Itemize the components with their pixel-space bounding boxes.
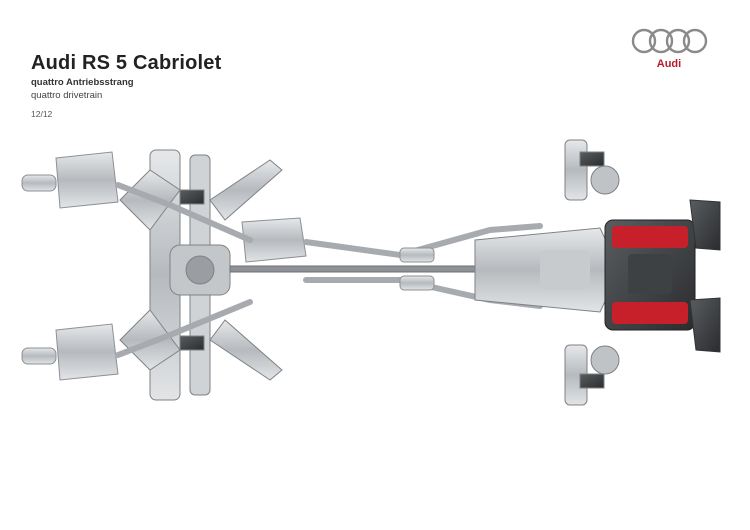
audi-rings-icon (631, 28, 708, 54)
audi-logo-text: Audi (656, 58, 682, 70)
subtitle-german: quattro Antriebsstrang (31, 77, 134, 88)
subtitle-english: quattro drivetrain (31, 90, 103, 101)
propshaft (229, 265, 481, 273)
audi-logo: Audi (629, 26, 709, 76)
catalytic-converters (399, 247, 435, 291)
gearbox (474, 227, 621, 313)
center-muffler (241, 217, 307, 263)
drivetrain-illustration (21, 139, 721, 406)
page-number: 12/12 (31, 109, 53, 119)
rear-muffler-right (21, 323, 119, 381)
rear-muffler-left (21, 151, 119, 209)
v8-engine (604, 219, 696, 331)
front-axle (564, 139, 620, 406)
page-title: Audi RS 5 Cabriolet (31, 52, 222, 74)
rear-axle (119, 149, 283, 401)
intake-ducts (689, 199, 721, 353)
